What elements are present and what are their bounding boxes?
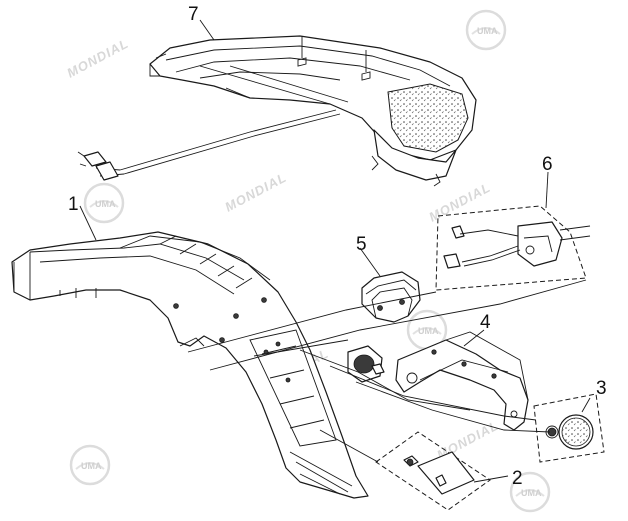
part-4-plate-bracket (395, 331, 529, 431)
watermark-text: MONDIAL (426, 180, 493, 225)
watermark-text: MONDIAL (64, 36, 131, 81)
watermark-logo-text: UMA (81, 461, 102, 471)
callout-7: 7 (188, 4, 199, 25)
watermark-logo: UMA (83, 182, 125, 224)
watermark-logo-text: UMA (418, 326, 439, 336)
watermark-text: MONDIAL (222, 170, 289, 215)
watermark-logo-text: UMA (477, 26, 498, 36)
watermark-logo: UMA (465, 9, 507, 51)
callout-5: 5 (356, 234, 367, 255)
watermark-logo-text: UMA (521, 488, 542, 498)
part-3-round-reflector (533, 393, 605, 463)
callout-1: 1 (68, 194, 79, 215)
part-2-mounting-hardware (375, 431, 491, 511)
part-5-lamp-housing (361, 271, 421, 323)
part-1-rear-fender (11, 231, 369, 499)
callout-6: 6 (542, 154, 553, 175)
callout-leaders (79, 19, 591, 483)
part-7-tail-light-assembly (77, 35, 477, 187)
callout-2: 2 (512, 468, 523, 489)
callout-4: 4 (480, 312, 491, 333)
watermark-logo: UMA (69, 444, 111, 486)
watermark-logo: UMA (509, 471, 551, 513)
assembly-leader-lines (187, 279, 587, 463)
callout-3: 3 (596, 378, 607, 399)
part-reflector-stud (347, 345, 385, 383)
part-6-plate-light-kit (435, 205, 591, 291)
watermark-logo-text: UMA (95, 199, 116, 209)
